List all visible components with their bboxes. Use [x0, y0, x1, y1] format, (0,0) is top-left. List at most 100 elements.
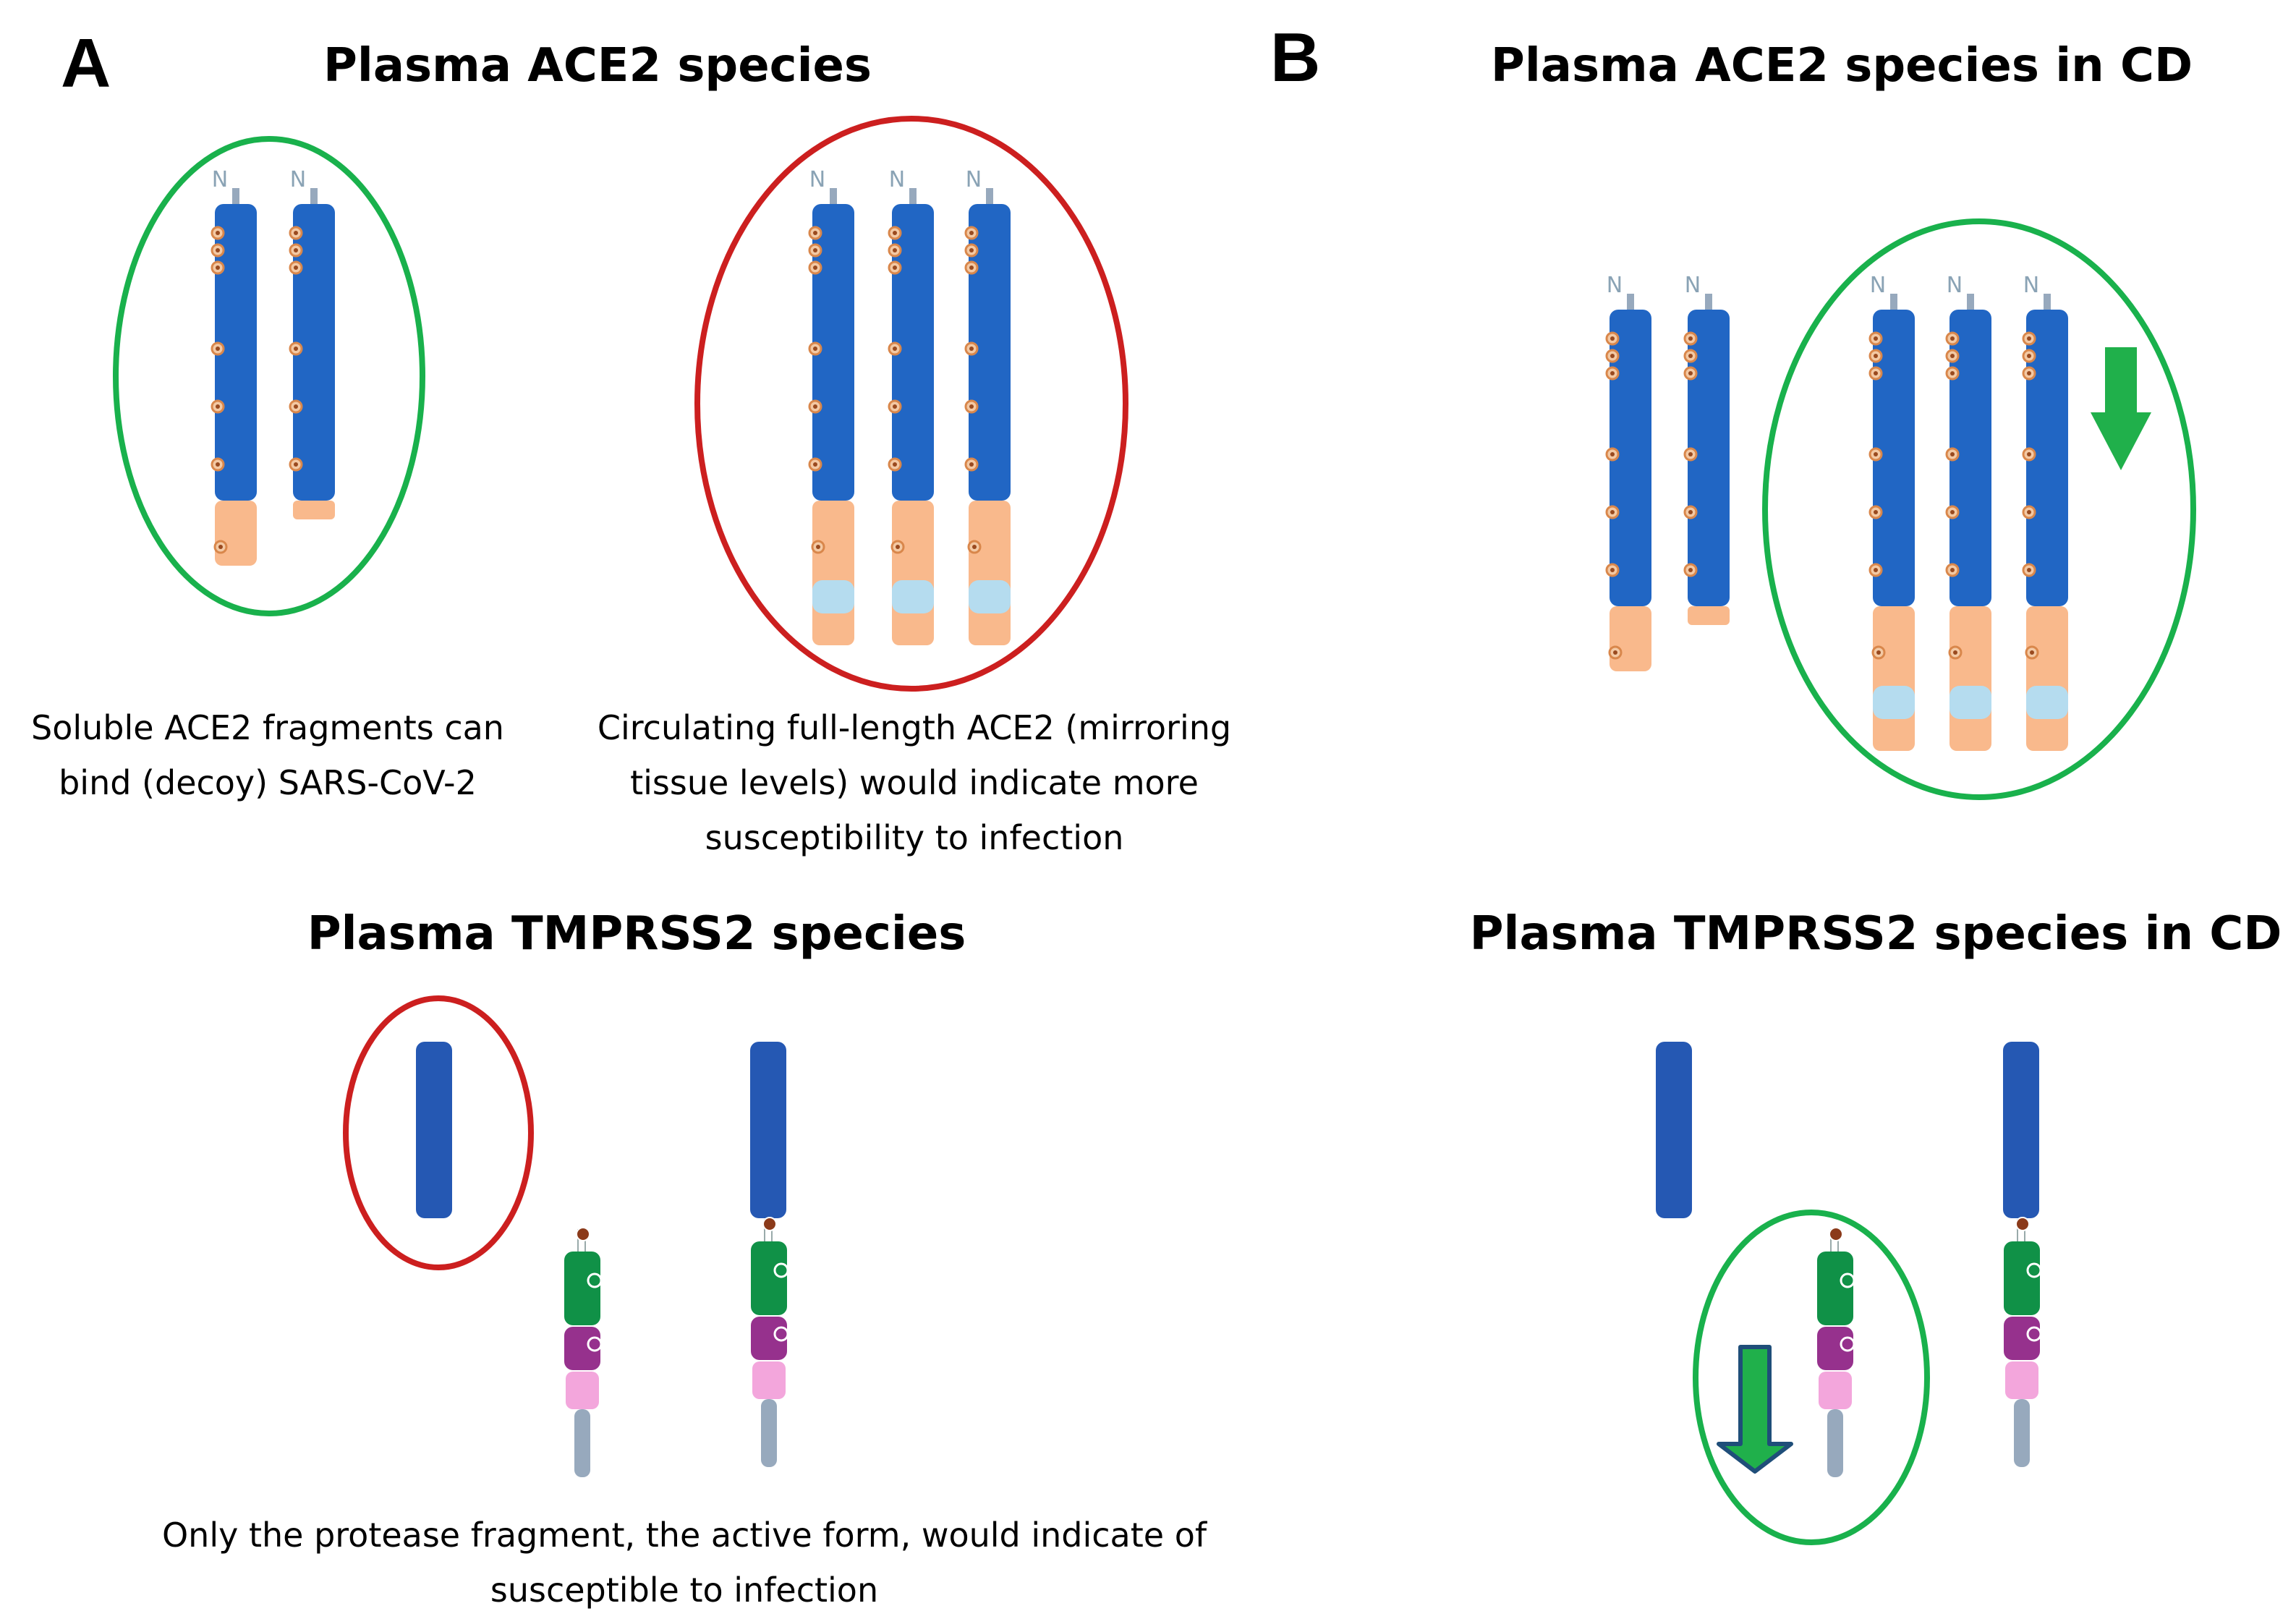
glycan-icon: [289, 226, 303, 240]
tmprss2-full-catalytic-domain: [750, 1042, 786, 1218]
glycan-core: [1953, 650, 1957, 655]
glycan-core: [893, 265, 897, 270]
glycan-icon: [888, 260, 902, 275]
glycan-icon: [964, 399, 979, 414]
glycan-core: [813, 462, 817, 467]
glycan-core: [216, 462, 220, 467]
glycan-icon: [1683, 447, 1698, 462]
ace2-molecule-full: N: [1868, 273, 1915, 751]
glycan-icon: [1605, 366, 1620, 381]
glycan-icon: [1683, 505, 1698, 519]
glycan-icon: [2022, 447, 2036, 462]
glycan-core: [1950, 371, 1955, 375]
ace2-molecule-full: N: [964, 167, 1011, 645]
glycan-icon: [1945, 366, 1960, 381]
fulllength-ace2-caption-line-2: tissue levels) would indicate more: [630, 763, 1199, 802]
fulllength-ace2-caption-line-1: Circulating full-length ACE2 (mirroring: [598, 708, 1231, 747]
glycan-icon: [2022, 331, 2036, 346]
glycan-core: [1610, 568, 1615, 572]
glycan-core: [1688, 510, 1693, 514]
glycan-core: [1874, 510, 1878, 514]
glycan-core: [1874, 336, 1878, 341]
glycan-icon: [211, 399, 225, 414]
ace2-collectrin-stub: [1688, 606, 1730, 625]
glycan-icon: [808, 399, 822, 414]
n-terminus-label: N: [1685, 273, 1701, 298]
n-terminus-stub: [1705, 294, 1712, 310]
ace2-collectrin-stub: [215, 501, 257, 566]
ace2-peptidase-domain: [1688, 310, 1730, 606]
n-terminus-label: N: [1607, 273, 1623, 298]
n-terminus-stub: [909, 188, 917, 204]
glycan-icon: [964, 243, 979, 258]
glycan-icon: [888, 457, 902, 472]
glycan-icon: [1683, 366, 1698, 381]
cd-tmprss2-full-catalytic-domain: [2003, 1042, 2039, 1218]
ace2-peptidase-domain: [1950, 310, 1991, 606]
glycan-icon: [964, 457, 979, 472]
glycan-core: [1874, 371, 1878, 375]
glycan-icon: [289, 243, 303, 258]
disulfide-ring: [1840, 1272, 1855, 1288]
ace2-collectrin-stub: [293, 501, 335, 519]
srcr-domain: [2004, 1241, 2040, 1315]
n-terminus-stub: [310, 188, 318, 204]
tmprss2-protease-fragment: [416, 1042, 452, 1218]
glycan-core: [1613, 650, 1617, 655]
cd-tmprss2-stalk-fragment: [1817, 1227, 1855, 1477]
panel-a-letter: A: [61, 25, 111, 102]
ace2-peptidase-domain: [215, 204, 257, 501]
ace2-peptidase-domain: [2026, 310, 2068, 606]
glycan-icon: [964, 260, 979, 275]
glycan-core: [2027, 510, 2031, 514]
cd-protease-green-ellipse: [1693, 1210, 1930, 1545]
tmprss2-species-title: Plasma TMPRSS2 species: [307, 907, 966, 961]
tmprss2-species-cd-title: Plasma TMPRSS2 species in CD: [1470, 907, 2282, 961]
glycan-icon: [1605, 447, 1620, 462]
tmprss2-full-stalk: [751, 1217, 789, 1467]
glycan-icon: [1945, 349, 1960, 363]
disulfide-ring: [587, 1272, 603, 1288]
ace2-molecule-fragment-long: N: [1605, 273, 1651, 671]
glycan-core: [1950, 452, 1955, 456]
cd-fulllength-ace2-green-ellipse: [1762, 218, 2196, 800]
glycan-core: [2027, 452, 2031, 456]
glycan-core: [1610, 371, 1615, 375]
n-terminus-stub: [232, 188, 239, 204]
linker-knob: [762, 1217, 777, 1231]
ace2-molecule-full: N: [808, 167, 854, 645]
ace2-peptidase-domain: [293, 204, 335, 501]
glycan-icon: [289, 399, 303, 414]
transmembrane-domain: [566, 1372, 599, 1409]
cytoplasmic-tail: [1827, 1409, 1843, 1477]
glycan-core: [294, 462, 298, 467]
glycan-icon: [888, 341, 902, 356]
n-terminus-label: N: [2023, 273, 2039, 298]
glycan-core: [1688, 354, 1693, 358]
n-terminus-stub: [1967, 294, 1974, 310]
n-terminus-label: N: [1947, 273, 1963, 298]
linker-knob: [2015, 1217, 2030, 1231]
glycan-core: [1950, 354, 1955, 358]
soluble-ace2-caption-line-2: bind (decoy) SARS-CoV-2: [59, 763, 477, 802]
glycan-core: [294, 404, 298, 409]
glycan-icon: [1868, 331, 1883, 346]
glycan-icon: [289, 457, 303, 472]
glycan-icon: [1683, 331, 1698, 346]
soluble-ace2-caption-line-1: Soluble ACE2 fragments can: [31, 708, 504, 747]
glycan-icon: [808, 260, 822, 275]
glycan-core: [216, 248, 220, 252]
glycan-icon: [289, 341, 303, 356]
glycan-icon: [2022, 505, 2036, 519]
glycan-core: [1610, 452, 1615, 456]
n-terminus-label: N: [290, 167, 306, 192]
ldlra-domain: [2004, 1317, 2040, 1360]
glycan-core: [1610, 510, 1615, 514]
glycan-icon: [2022, 366, 2036, 381]
glycan-core: [1950, 336, 1955, 341]
glycan-core: [816, 545, 820, 549]
glycan-icon: [811, 540, 825, 554]
n-terminus-stub: [2044, 294, 2051, 310]
glycan-core: [969, 248, 974, 252]
soluble-ace2-green-ellipse: [113, 136, 425, 616]
